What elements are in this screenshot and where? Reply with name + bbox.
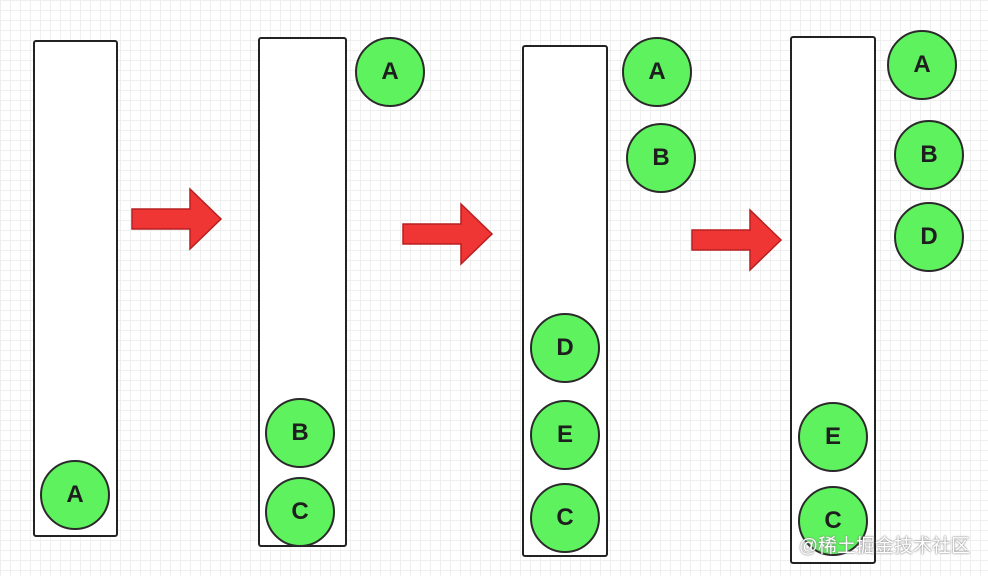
stack-node-B: B (265, 398, 335, 468)
outside-node-D: D (894, 202, 964, 272)
stack-node-C: C (798, 486, 868, 556)
stack-node-E: E (798, 402, 868, 472)
stack-node-D: D (530, 313, 600, 383)
stack-node-C: C (265, 477, 335, 547)
right-arrow-icon (131, 187, 223, 251)
right-arrow-icon (402, 202, 494, 266)
stack-node-C: C (530, 483, 600, 553)
stack-column-3 (522, 45, 608, 557)
outside-node-B: B (894, 120, 964, 190)
stack-column-1 (33, 40, 118, 537)
stack-node-A: A (40, 460, 110, 530)
stack-node-E: E (530, 400, 600, 470)
outside-node-A: A (887, 30, 957, 100)
stack-column-4 (790, 36, 876, 564)
outside-node-A: A (355, 37, 425, 107)
outside-node-A: A (622, 37, 692, 107)
watermark: @稀土掘金技术社区 (798, 536, 970, 557)
right-arrow-icon (691, 208, 783, 272)
outside-node-B: B (626, 123, 696, 193)
stack-column-2 (258, 37, 347, 547)
